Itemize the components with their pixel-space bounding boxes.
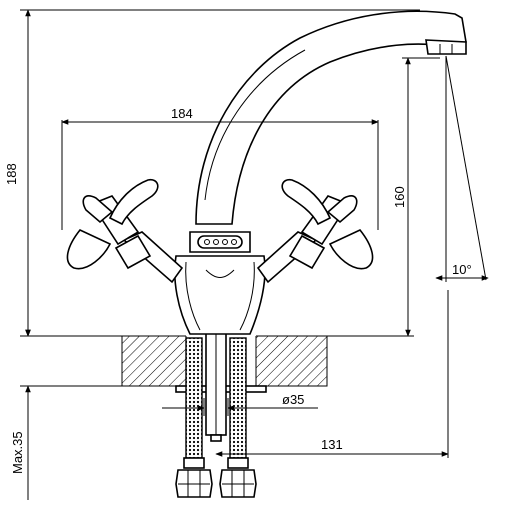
- dim-label-handle-span: 184: [171, 106, 193, 121]
- dim-label-total-height: 188: [4, 163, 19, 185]
- dimension-spout-reach: [215, 290, 449, 458]
- dim-label-spout-reach: 131: [321, 437, 343, 452]
- handle-left: [66, 178, 184, 284]
- dimension-handle-span: [61, 119, 379, 230]
- dimension-spout-angle: [435, 55, 489, 282]
- hose-left: [175, 337, 213, 498]
- handle-right: [256, 178, 374, 284]
- dim-label-spout-angle: 10°: [452, 262, 472, 277]
- dim-label-max-thickness: Max.35: [10, 431, 25, 474]
- dim-label-spout-height: 160: [392, 186, 407, 208]
- hose-right: [219, 337, 257, 498]
- faucet-base: [173, 231, 266, 335]
- dimension-hole-diameter: [162, 398, 318, 416]
- faucet-spout: [195, 10, 467, 225]
- dimension-total-height: [20, 9, 420, 337]
- dim-label-hole-diameter: ø35: [282, 392, 304, 407]
- dimension-spout-height: [327, 57, 440, 337]
- dimension-max-thickness: [20, 300, 122, 500]
